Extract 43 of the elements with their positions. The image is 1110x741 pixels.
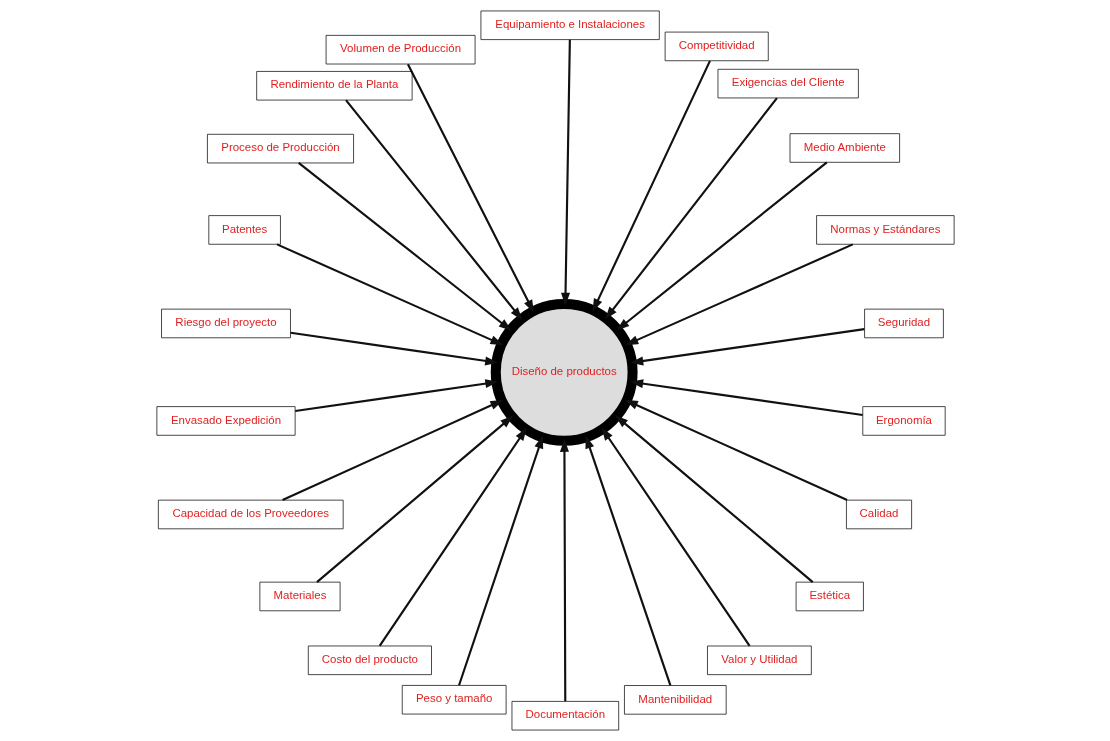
node-box: Costo del producto [307,645,432,675]
arrow [614,415,813,583]
arrow [294,379,498,413]
arrow [559,438,569,702]
arrow [615,161,827,331]
arrow [281,399,503,502]
arrow [629,379,863,417]
arrow [604,97,778,320]
arrow [629,328,864,366]
node-box: Normas y Estándares [815,215,954,245]
node-box: Medio Ambiente [789,133,900,163]
node-box: Proceso de Producción [206,133,354,164]
node-box: Seguridad [863,308,944,339]
arrow [585,435,671,686]
node-box: Materiales [259,581,340,612]
arrow [457,435,543,686]
node-box: Valor y Utilidad [706,645,812,675]
arrow [406,63,534,313]
node-box: Riesgo del proyecto [160,308,291,339]
arrow [344,99,522,321]
arrow [624,243,853,346]
arrow [289,331,498,366]
node-box: Estética [795,581,864,612]
node-box: Patentes [207,215,281,245]
node-box: Mantenibilidad [623,685,727,715]
arrow [601,427,750,647]
node-box: Rendimiento de la Planta [255,71,412,101]
node-box: Exigencias del Cliente [717,68,859,99]
arrow [276,243,503,346]
arrow [315,415,513,583]
node-box: Documentación [511,701,619,731]
arrow [378,427,527,647]
node-box: Peso y tamaño [401,685,506,715]
node-box: Equipamiento e Instalaciones [480,10,660,40]
node-box: Competitividad [664,31,769,62]
node-box: Capacidad de los Proveedores [157,499,344,530]
arrow [624,399,848,502]
arrow [297,162,512,331]
node-box: Envasado Expedición [156,406,295,436]
arrow [560,39,571,306]
node-box: Calidad [845,499,912,530]
node-box: Volumen de Producción [325,35,475,65]
node-box: Ergonomía [861,406,946,436]
